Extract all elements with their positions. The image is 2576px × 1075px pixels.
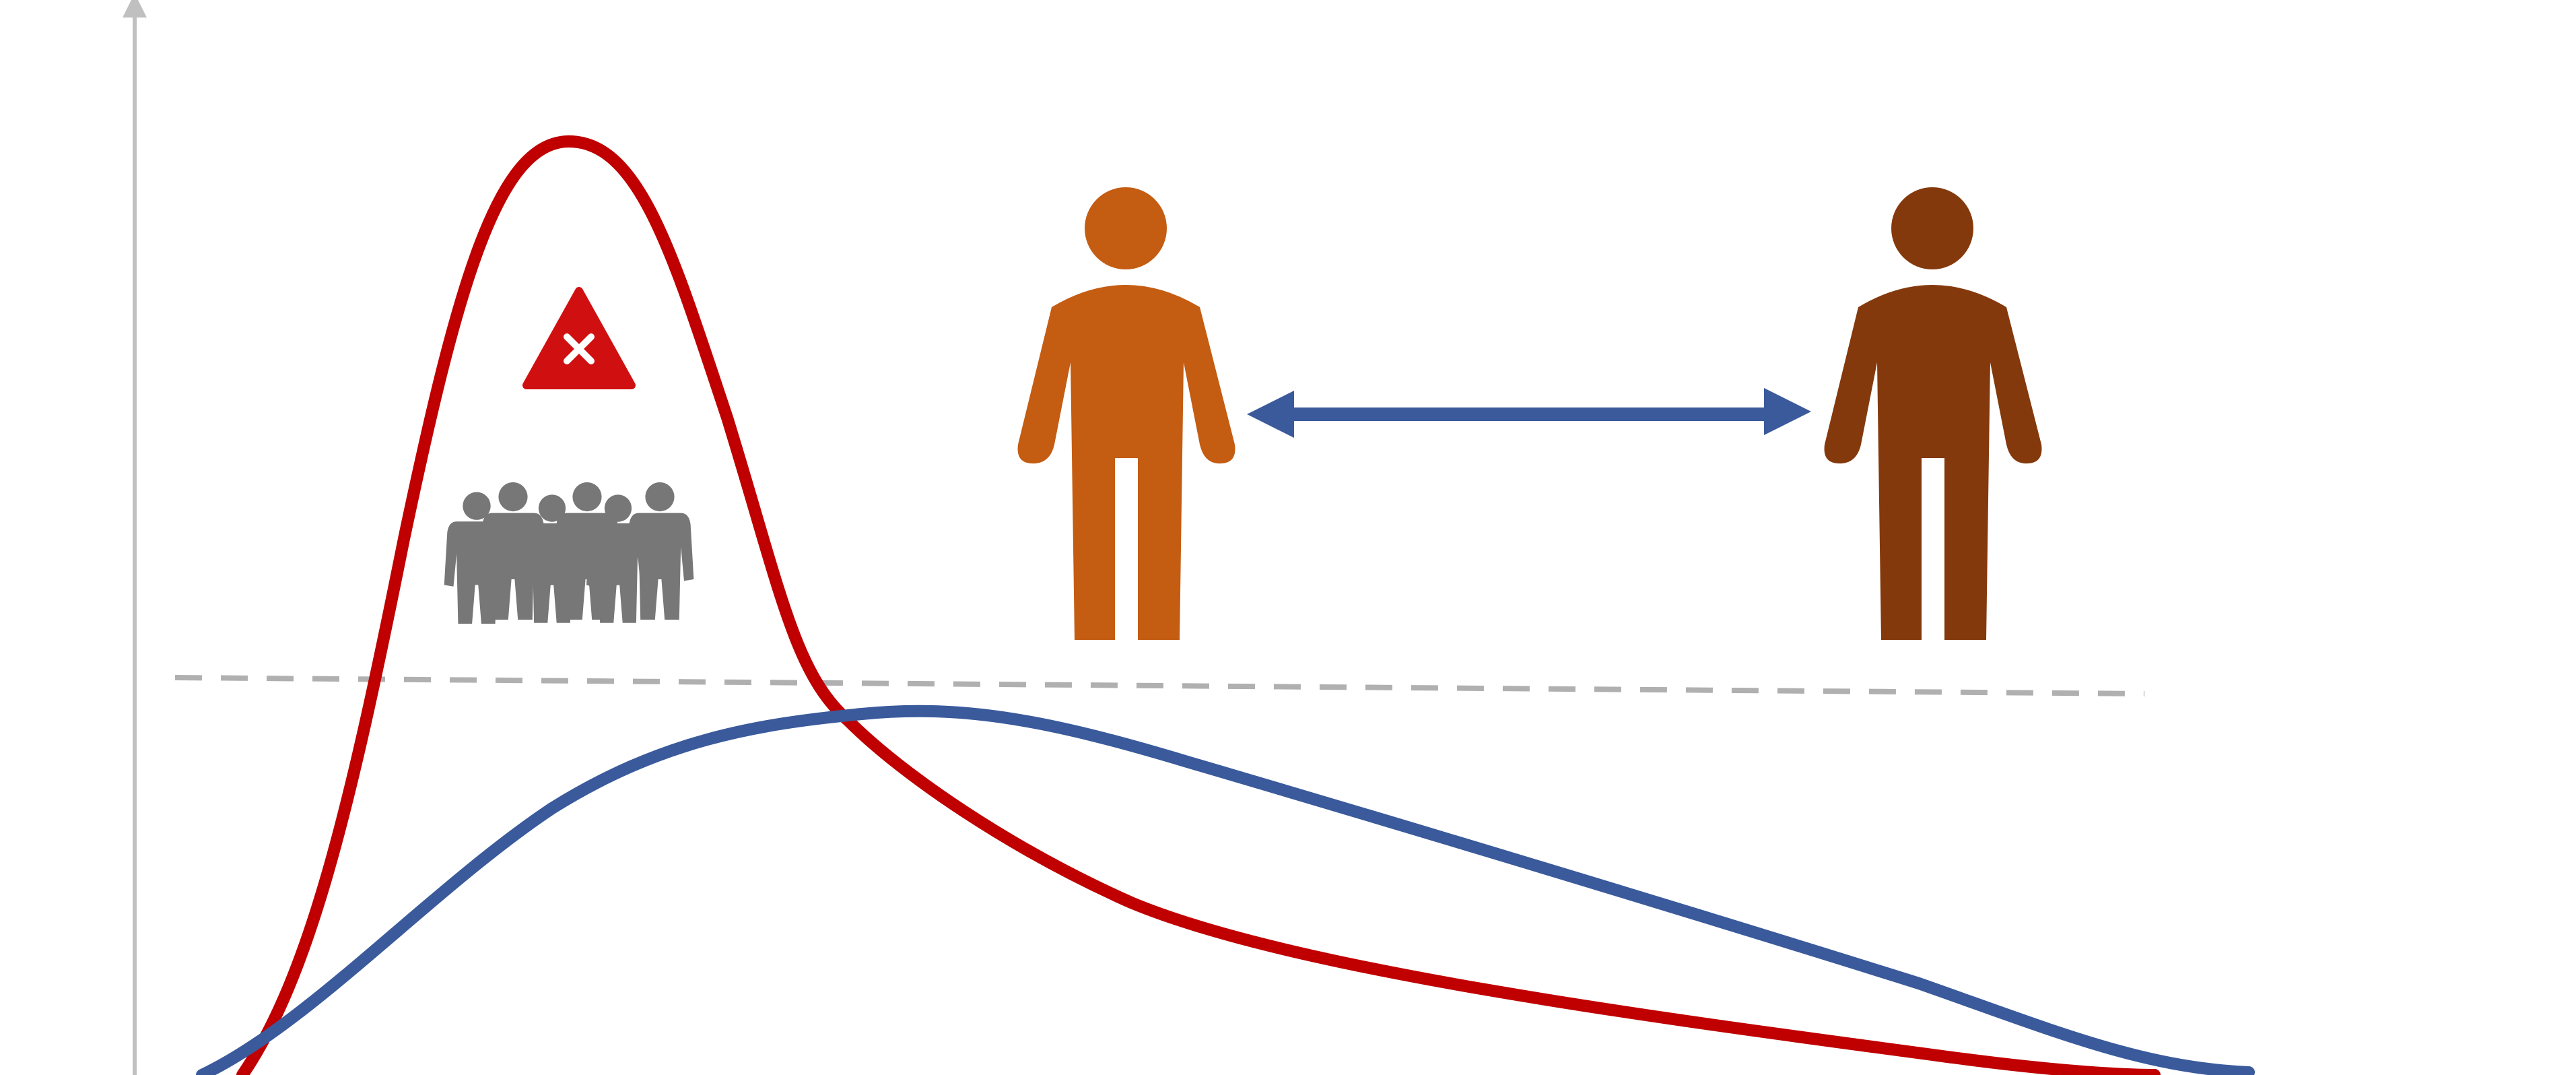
person-right-icon xyxy=(1824,187,2042,640)
crowd-icon xyxy=(444,482,694,624)
peaked-curve xyxy=(236,135,2161,1075)
double-arrow-icon xyxy=(1247,388,1811,438)
person-left-icon xyxy=(1017,187,1235,640)
capacity-threshold-line xyxy=(174,675,2145,696)
flattened-curve xyxy=(196,705,2255,1075)
warning-icon xyxy=(522,287,636,389)
